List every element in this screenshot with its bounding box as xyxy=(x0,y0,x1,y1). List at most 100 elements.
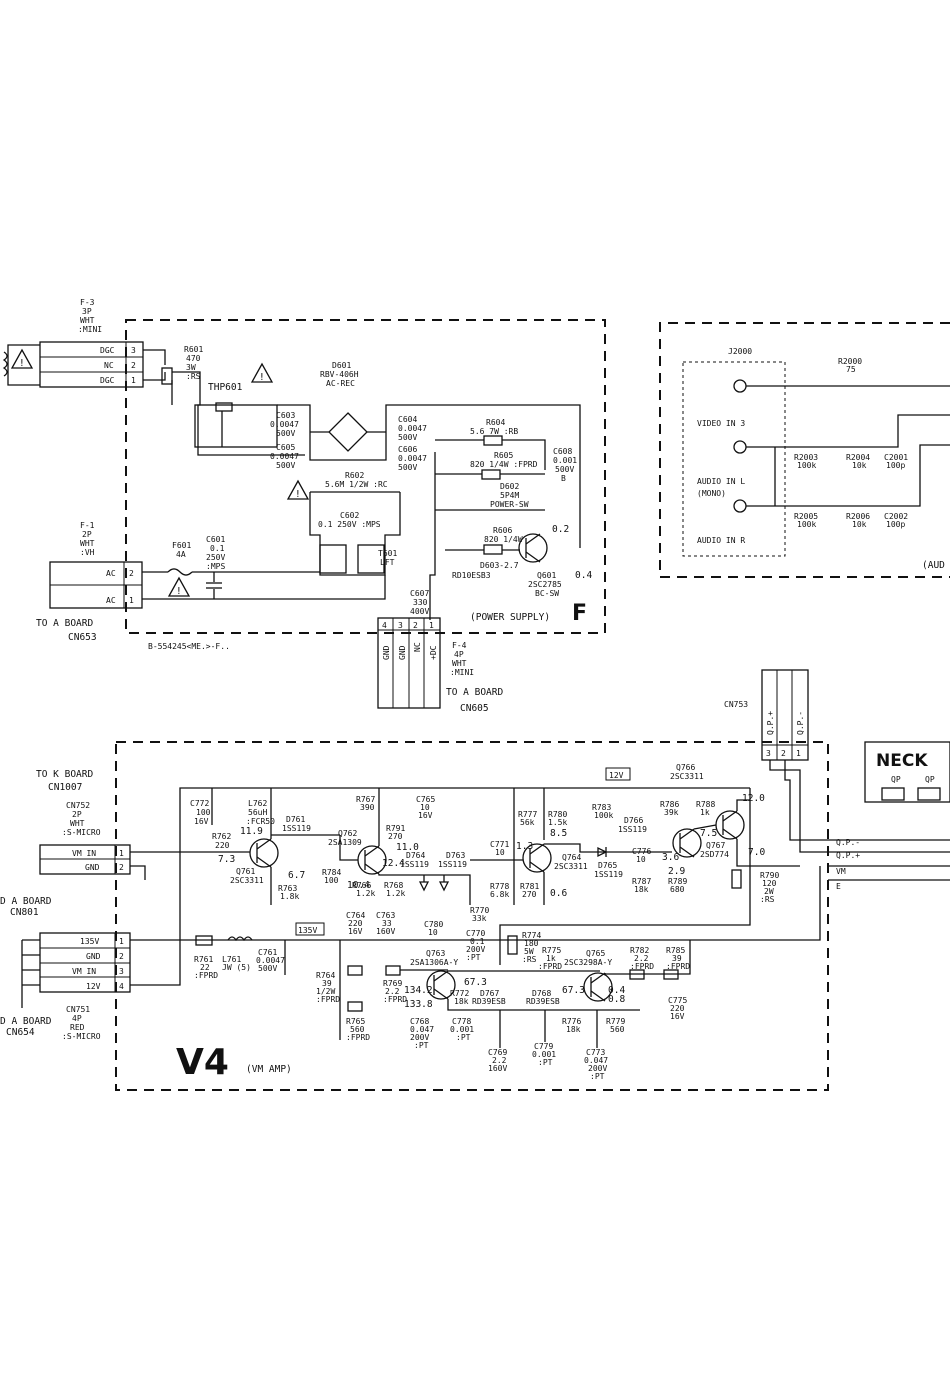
r776-ref: R776 xyxy=(562,1017,581,1026)
svg-text:!: ! xyxy=(19,358,25,369)
c775-val: 220 xyxy=(670,1004,685,1013)
cn753-num-1: 3 xyxy=(766,749,771,758)
f4-color: WHT xyxy=(452,659,467,668)
r763-val: 1.8k xyxy=(280,892,299,901)
c768-ref: C768 xyxy=(410,1017,429,1026)
q761-v1: 11.9 xyxy=(240,826,263,837)
audio-l-label: AUDIO IN L xyxy=(697,477,745,486)
c608-val: 0.001 xyxy=(553,456,577,465)
r784-ref: R784 xyxy=(322,868,341,877)
d764-part: 1SS119 xyxy=(400,860,429,869)
c772-val: 100 xyxy=(196,808,211,817)
d601-type: AC-REC xyxy=(326,379,355,388)
cn1007-label: CN1007 xyxy=(48,782,82,793)
cn752-ref: CN752 xyxy=(66,801,90,810)
av-input-block: J2000 R2000 75 VIDEO IN 3 AUDIO IN L (MO… xyxy=(659,322,950,578)
d766-part: 1SS119 xyxy=(618,825,647,834)
q762-v3: 10.4 xyxy=(347,880,370,891)
r763-ref: R763 xyxy=(278,884,297,893)
r785-val: 39 xyxy=(672,954,682,963)
r769-ref: R769 xyxy=(383,979,402,988)
power-supply-border xyxy=(125,319,606,634)
r791-ref: R791 xyxy=(386,824,405,833)
f601-val: 4A xyxy=(176,550,186,559)
t601-ref: T601 xyxy=(378,549,397,558)
c778-type: :PT xyxy=(456,1033,471,1042)
neck-title: NECK xyxy=(876,751,928,771)
q763-ref: Q763 xyxy=(426,949,445,958)
cn752-row-2: GND xyxy=(85,863,100,872)
cn801-row-1: 135V xyxy=(80,937,99,946)
c780-ref: C780 xyxy=(424,920,443,929)
q601-part: 2SC2785 xyxy=(528,580,562,589)
c761-ref: C761 xyxy=(258,948,277,957)
c772-volt: 16V xyxy=(194,817,209,826)
r765-val: 560 xyxy=(350,1025,365,1034)
c602-val: 0.1 250V :MPS xyxy=(318,520,381,529)
mono-label: (MONO) xyxy=(697,489,726,498)
cn654-label: CN654 xyxy=(6,1027,35,1038)
q764-v2: 8.5 xyxy=(550,828,567,839)
power-block-label: F xyxy=(572,601,587,626)
q766-part: 2SC3311 xyxy=(670,772,704,781)
cn801-num-2: 2 xyxy=(119,952,124,961)
12v-rail-text: 12V xyxy=(609,771,624,780)
t601-type: LFT xyxy=(380,558,395,567)
r775-type: :FPRD xyxy=(538,962,562,971)
r778-ref: R778 xyxy=(490,882,509,891)
c779-ref: C779 xyxy=(534,1042,553,1051)
r769-val: 2.2 xyxy=(385,987,400,996)
c2002-ref: C2002 xyxy=(884,512,908,521)
r789-ref: R789 xyxy=(668,877,687,886)
f3-pins: 3P xyxy=(82,307,92,316)
svg-text:!: ! xyxy=(295,489,301,500)
q601-transistor xyxy=(518,533,548,563)
f4-num-1: 4 xyxy=(382,621,387,630)
q767-v1: 12.0 xyxy=(742,793,765,804)
c776-ref: C776 xyxy=(632,847,651,856)
q767-v5: 7.0 xyxy=(748,847,765,858)
neck-qp1: QP xyxy=(891,775,901,784)
c764-ref: C764 xyxy=(346,911,365,920)
cn752-num-1: 1 xyxy=(119,849,124,858)
d602-ref: D602 xyxy=(500,482,519,491)
f1-num-1: 2 xyxy=(129,569,134,578)
r790-watt: 2W xyxy=(764,887,774,896)
f1-row-1: AC xyxy=(106,569,116,578)
q761-v3: 6.7 xyxy=(288,870,305,881)
f4-ref: F-4 xyxy=(452,641,467,650)
r602-val: 5.6M 1/2W :RC xyxy=(325,480,388,489)
cn751-pins: 4P xyxy=(72,1014,82,1023)
neck-line-vm: VM xyxy=(836,867,846,876)
c778-val: 0.001 xyxy=(450,1025,474,1034)
vm-block-label: V4 xyxy=(176,1042,229,1083)
rca-jack-icon xyxy=(733,440,747,454)
c765-volt: 16V xyxy=(418,811,433,820)
q761-v2: 7.3 xyxy=(218,854,235,865)
c603-val: 0.0047 xyxy=(270,420,299,429)
c768-volt: 200V xyxy=(410,1033,429,1042)
q763-v2: 134.2 xyxy=(404,985,433,996)
f3-num-2: 2 xyxy=(131,361,136,370)
r762-ref: R762 xyxy=(212,832,231,841)
r774-val: 180 xyxy=(524,939,539,948)
d764-ref: D764 xyxy=(406,851,425,860)
cn753-block: CN753 Q.P.+ Q.P.- 3 2 1 NECK QP QP Q.P.-… xyxy=(724,669,950,891)
cn801-num-4: 4 xyxy=(119,982,124,991)
c761-val: 0.0047 xyxy=(256,956,285,965)
r605-val: 820 1/4W :FPRD xyxy=(470,460,538,469)
q762-part: 2SA1309 xyxy=(328,838,362,847)
c776-val: 10 xyxy=(636,855,646,864)
f4-num-2: 3 xyxy=(398,621,403,630)
r791-val: 270 xyxy=(388,832,403,841)
r786-ref: R786 xyxy=(660,800,679,809)
f1-row-2: AC xyxy=(106,596,116,605)
c605-ref: C605 xyxy=(276,443,295,452)
c605-volt: 500V xyxy=(276,461,295,470)
c773-volt: 200V xyxy=(588,1064,607,1073)
c771-val: 10 xyxy=(495,848,505,857)
rca-jack-icon xyxy=(733,499,747,513)
cn753-num-2: 2 xyxy=(781,749,786,758)
r774-ref: R774 xyxy=(522,931,541,940)
cn801-row-4: 12V xyxy=(86,982,101,991)
